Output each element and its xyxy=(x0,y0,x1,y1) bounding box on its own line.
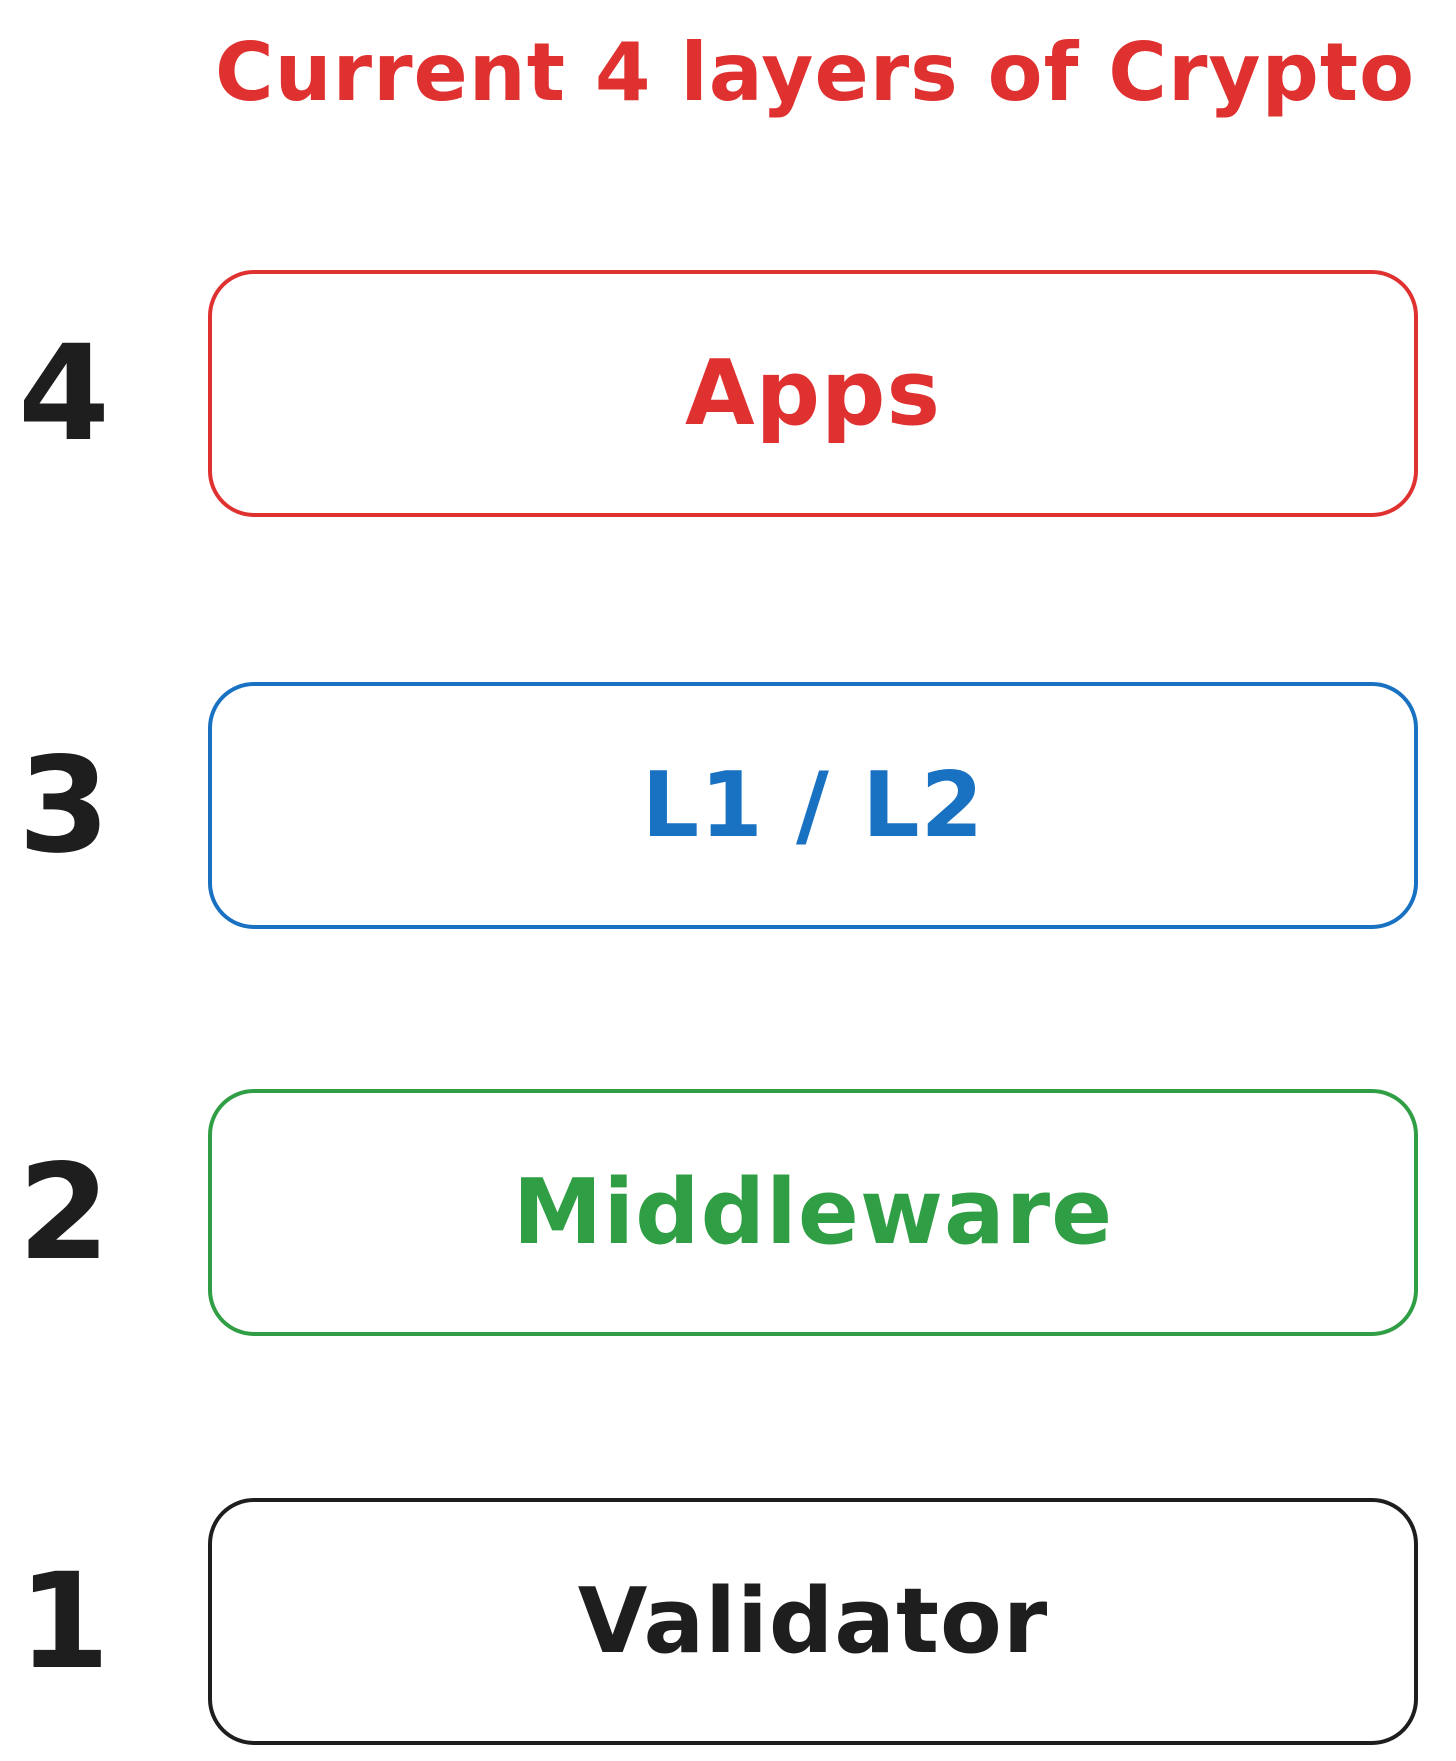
layer-2-number: 2 xyxy=(18,1135,110,1290)
layer-1-box-validator: Validator xyxy=(208,1498,1418,1745)
layer-1-number: 1 xyxy=(18,1544,110,1699)
layer-4-label: Apps xyxy=(684,341,942,446)
layer-4-box-apps: Apps xyxy=(208,270,1418,517)
layer-3-box-l1-l2: L1 / L2 xyxy=(208,682,1418,929)
layer-3-number: 3 xyxy=(18,728,110,883)
layer-2-label: Middleware xyxy=(512,1160,1114,1265)
diagram-title: Current 4 layers of Crypto xyxy=(214,26,1416,119)
layer-3-label: L1 / L2 xyxy=(641,753,985,858)
layer-4-number: 4 xyxy=(18,316,110,471)
layer-1-label: Validator xyxy=(577,1569,1049,1674)
layer-2-box-middleware: Middleware xyxy=(208,1089,1418,1336)
